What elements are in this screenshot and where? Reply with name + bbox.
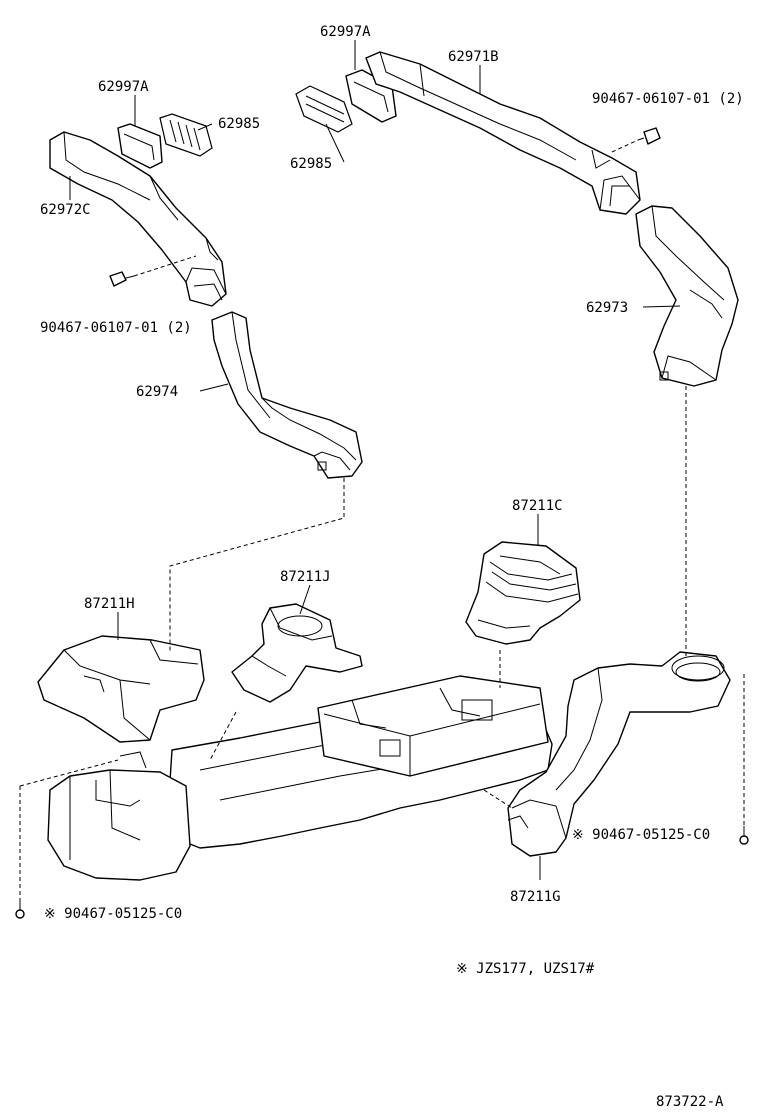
label-87211j: 87211J <box>280 569 331 585</box>
part-labels: 62997A 62985 62972C 90467-06107-01 (2) 6… <box>40 24 744 1110</box>
label-62973: 62973 <box>586 300 628 316</box>
label-87211c: 87211C <box>512 498 563 514</box>
label-87211g: 87211G <box>510 889 561 905</box>
label-90467-05125-left: ※ 90467-05125-C0 <box>44 906 182 922</box>
diagram-code: 873722-A <box>656 1094 724 1110</box>
screw-right-upper-icon <box>637 127 661 145</box>
label-62985-left: 62985 <box>218 116 260 132</box>
leader-lines <box>69 40 681 880</box>
duct-87211g <box>507 651 731 857</box>
label-62972c: 62972C <box>40 202 91 218</box>
connector-lines <box>19 386 745 902</box>
label-90467-06107-left: 90467-06107-01 (2) <box>40 320 192 336</box>
screw-left-upper-icon <box>109 271 135 287</box>
model-note: ※ JZS177, UZS17# <box>456 961 595 977</box>
label-62997a-left: 62997A <box>98 79 149 95</box>
central-module-box <box>317 675 549 777</box>
label-62974: 62974 <box>136 384 178 400</box>
duct-62972c <box>49 131 227 307</box>
lower-left-housing <box>47 751 191 881</box>
screw-left-bottom-icon <box>15 902 25 919</box>
duct-62973 <box>635 205 739 387</box>
duct-87211j <box>231 603 363 703</box>
duct-87211c <box>465 541 581 645</box>
grille-62985-left <box>159 113 213 157</box>
label-90467-06107-right: 90467-06107-01 (2) <box>592 91 744 107</box>
screw-right-bottom-icon <box>739 826 749 845</box>
label-90467-05125-right: ※ 90467-05125-C0 <box>572 827 710 843</box>
label-87211h: 87211H <box>84 596 135 612</box>
label-62997a-right: 62997A <box>320 24 371 40</box>
duct-87211h <box>37 635 205 743</box>
vent-frame-62997a-left <box>117 123 163 169</box>
grille-62985-right <box>295 85 353 133</box>
label-62985-right: 62985 <box>290 156 332 172</box>
label-62971b: 62971B <box>448 49 499 65</box>
duct-62971b <box>365 51 641 215</box>
duct-62974 <box>211 311 363 479</box>
